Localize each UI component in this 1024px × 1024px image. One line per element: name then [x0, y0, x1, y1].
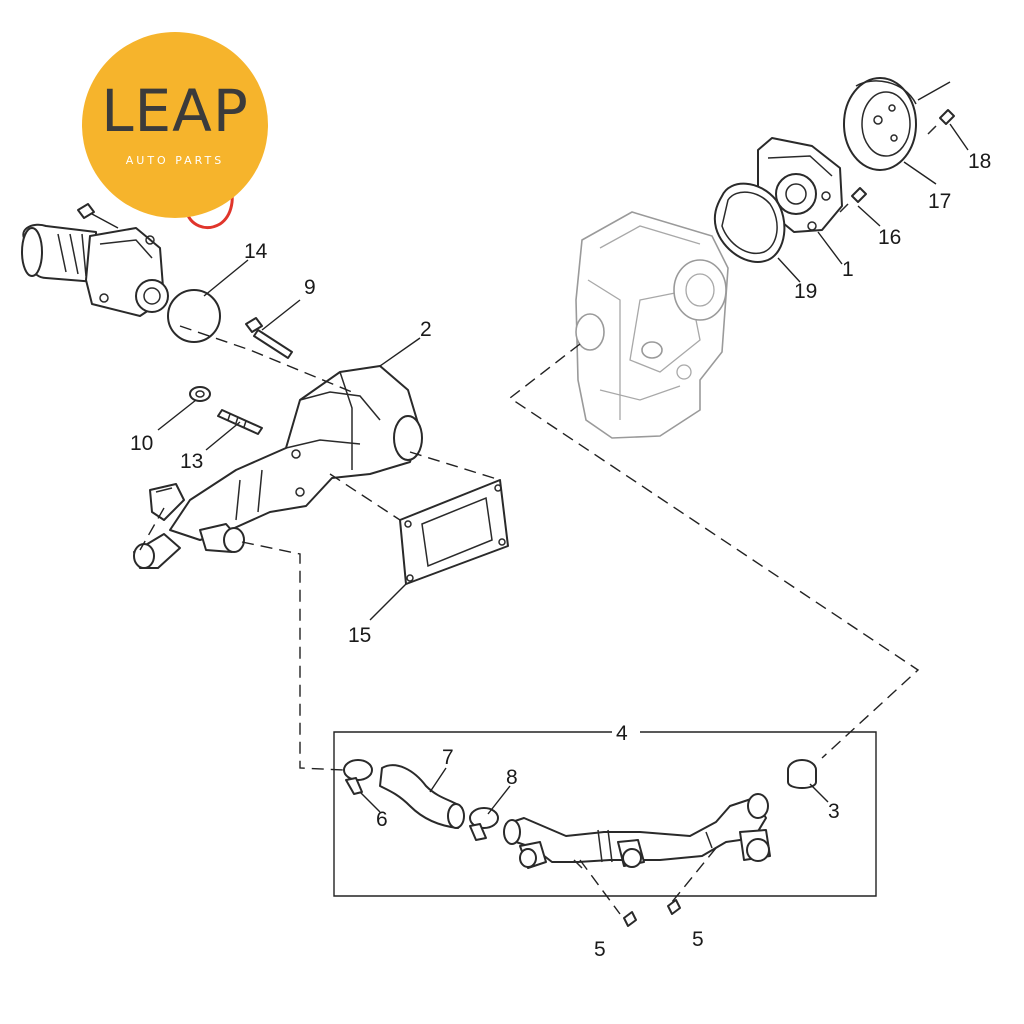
hose-clamp-8 [469, 807, 499, 841]
assembly-line-d [241, 541, 345, 771]
assembly-line-e [508, 343, 920, 759]
gasket-15 [399, 479, 509, 585]
callout-9: 9 [304, 276, 316, 299]
seal-ring-3 [787, 759, 817, 789]
callout-6: 6 [376, 808, 388, 831]
callout-16: 16 [878, 226, 901, 249]
pump-pulley [843, 77, 917, 171]
callout-19: 19 [794, 280, 817, 303]
bolt-10 [189, 386, 211, 402]
callout-1: 1 [842, 258, 854, 281]
assembly-line-f [579, 859, 621, 915]
assembly-line-a [179, 325, 353, 393]
hose-clamp-6 [343, 759, 373, 795]
callout-7: 7 [442, 746, 454, 769]
logo-tagline: AUTO PARTS [125, 154, 225, 167]
callout-5-right: 5 [692, 928, 704, 951]
callout-17: 17 [928, 190, 951, 213]
assembly-line-b [329, 473, 401, 521]
callout-8: 8 [506, 766, 518, 789]
o-ring-14 [167, 289, 221, 343]
bolt-thermostat [77, 203, 119, 229]
pump-gasket [713, 182, 786, 263]
bolt-9 [245, 317, 293, 359]
callout-2: 2 [420, 318, 432, 341]
callout-5-left: 5 [594, 938, 606, 961]
assembly-line-g [671, 847, 717, 903]
callout-4: 4 [616, 722, 628, 745]
logo-wordmark: LEAP [101, 77, 249, 145]
assembly-line-h [139, 507, 165, 551]
bolt-16 [839, 187, 867, 213]
callout-3: 3 [828, 800, 840, 823]
coolant-outlet-pipe [133, 365, 423, 569]
coolant-hose-7 [379, 764, 465, 829]
bolt-18 [927, 109, 955, 135]
callout-15: 15 [348, 624, 371, 647]
assembly-line-c [409, 451, 501, 481]
callout-10: 10 [130, 432, 153, 455]
engine-block [575, 211, 729, 439]
thermostat-housing [21, 223, 169, 317]
kit-box [333, 731, 877, 897]
bolt-5-right [667, 899, 681, 915]
bolt-5-left [623, 911, 637, 927]
callout-14: 14 [244, 240, 268, 263]
callout-18: 18 [968, 150, 991, 173]
callout-13: 13 [180, 450, 203, 473]
leap-logo: LEAP AUTO PARTS [82, 32, 268, 218]
coolant-pipe-assembly [503, 793, 771, 869]
